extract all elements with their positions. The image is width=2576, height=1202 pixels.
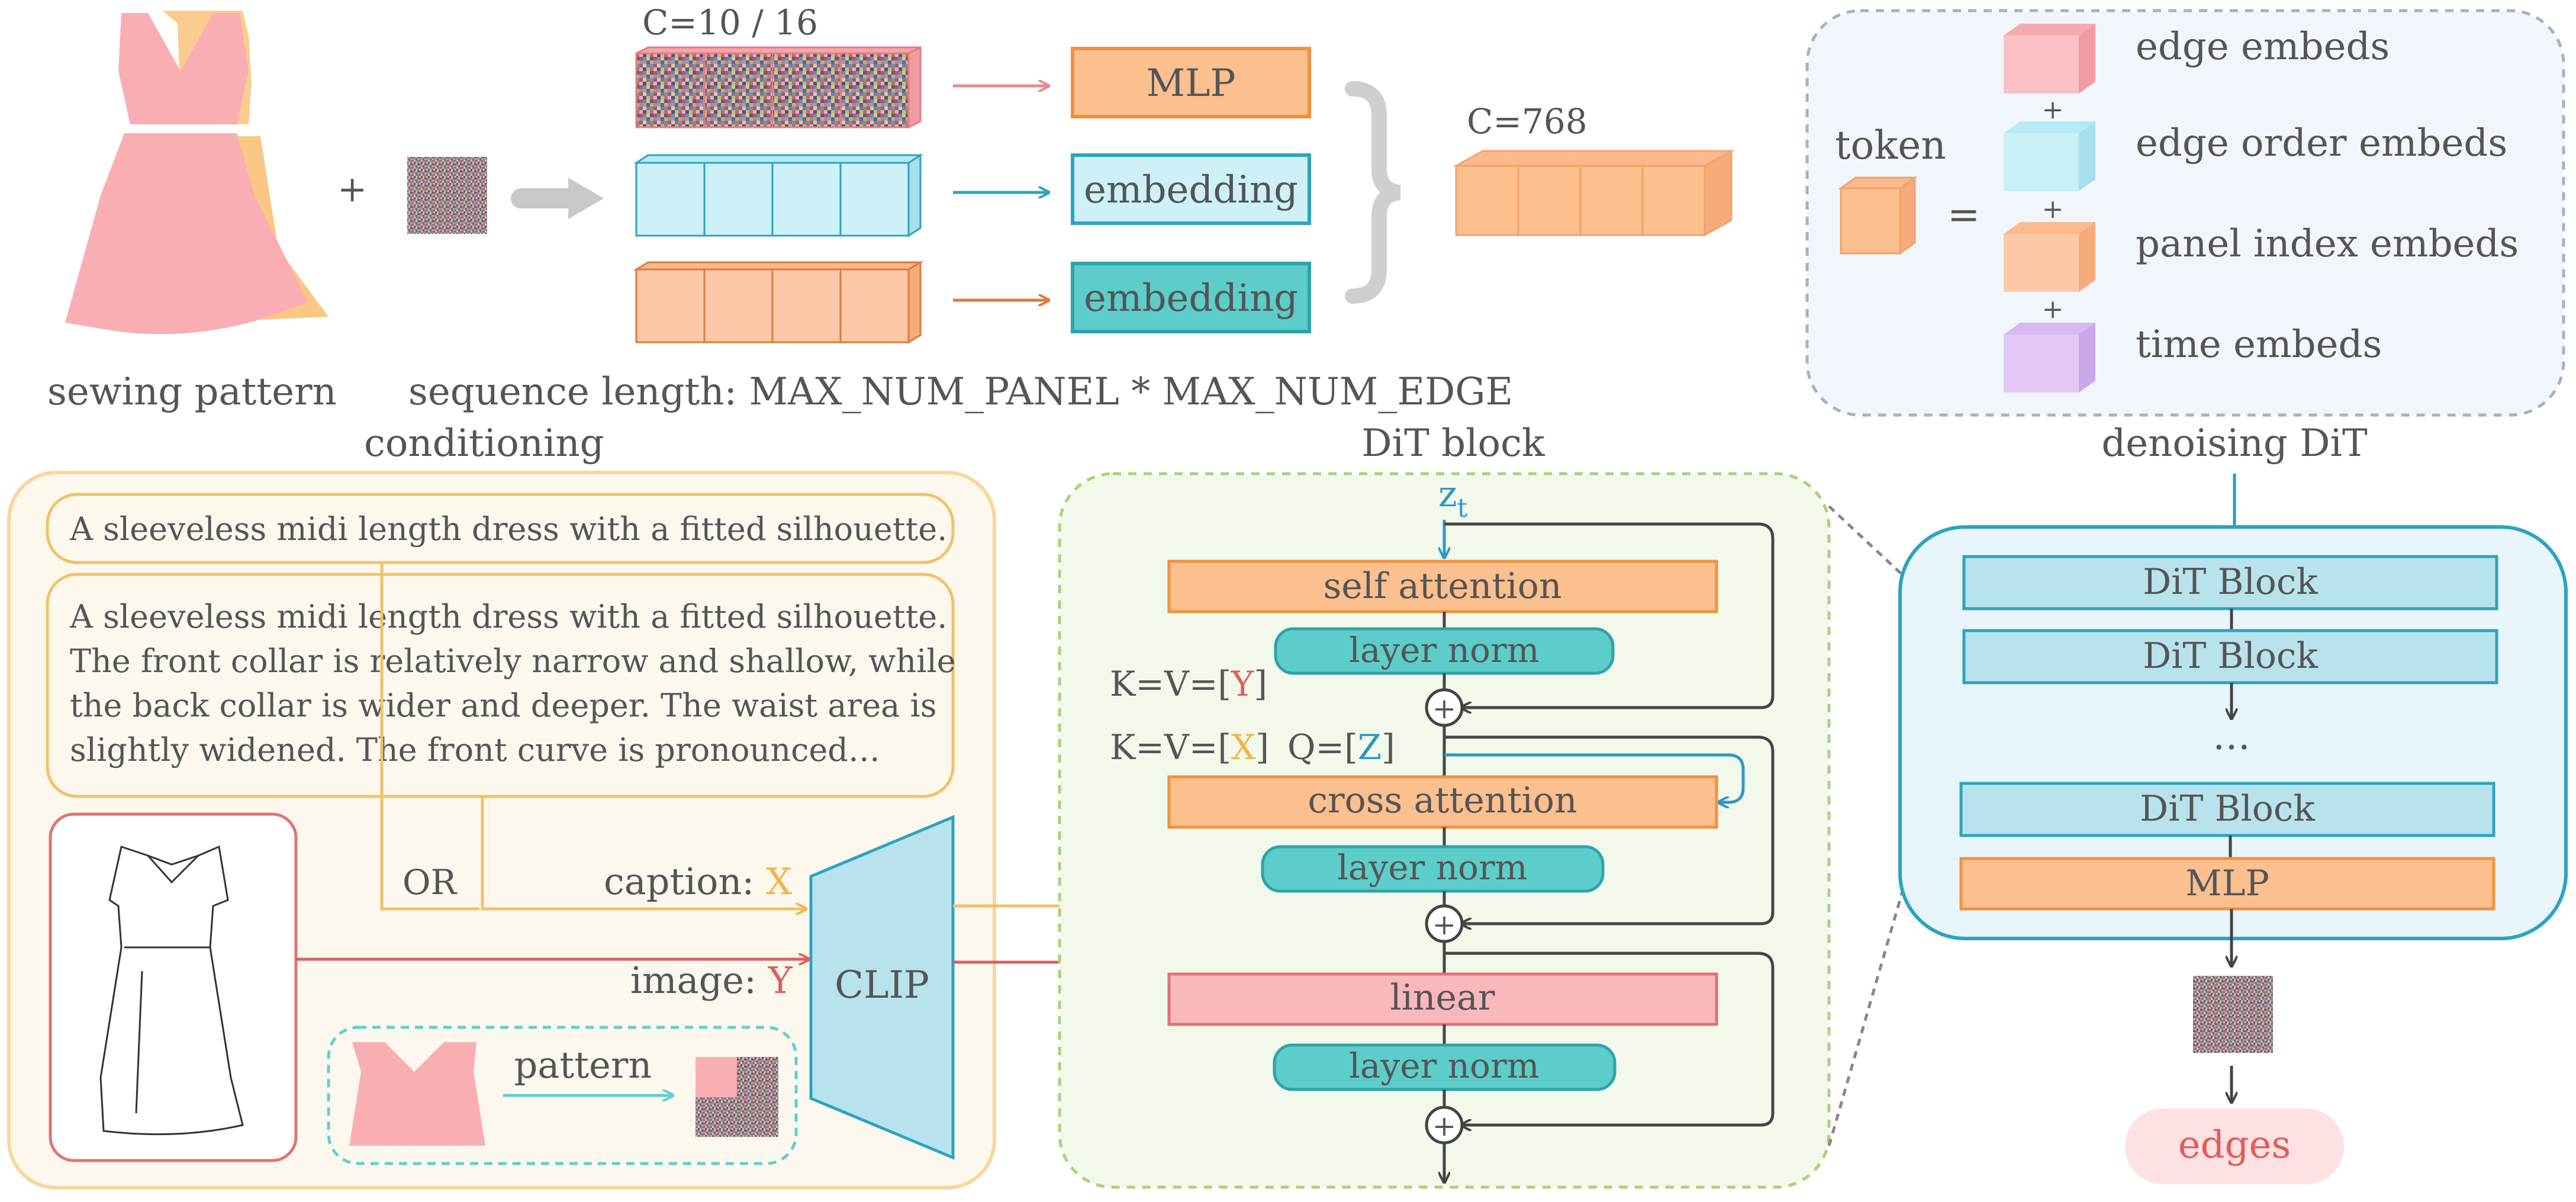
- denoising-dit-title: denoising DiT: [2101, 422, 2368, 465]
- dit-ellipsis: …: [2213, 715, 2250, 759]
- pattern-label: pattern: [514, 1043, 652, 1087]
- layer-norm-label-2: layer norm: [1337, 847, 1527, 888]
- edge-cubes-noisy: [635, 46, 922, 129]
- dress-sketch: [99, 845, 244, 1136]
- short-caption-box: [46, 493, 955, 564]
- long-caption-box: [46, 573, 955, 798]
- sketch-image-frame: [49, 812, 298, 1162]
- noise-square: [407, 157, 487, 234]
- mlp-label: MLP: [1146, 62, 1235, 105]
- clip-encoder: [809, 815, 955, 1160]
- token-cube: [1838, 176, 1918, 255]
- embedding-box-1: [1071, 153, 1311, 225]
- cross-attention-box: [1167, 775, 1718, 829]
- cross-attention-label: cross attention: [1308, 780, 1577, 821]
- zt-label: zt: [1438, 474, 1468, 523]
- edges-output-pill: [2125, 1108, 2344, 1184]
- sequence-length-label: sequence length: MAX_NUM_PANEL * MAX_NUM…: [408, 370, 1513, 414]
- token-label: token: [1835, 123, 1946, 168]
- legend-plus-1: +: [2042, 95, 2064, 125]
- legend-edge-order-embeds: edge order embeds: [2136, 121, 2507, 165]
- zoom-connector-top: [1828, 505, 1965, 634]
- residual-1: [1444, 522, 1775, 708]
- legend-cube-edge-embeds: [2004, 24, 2095, 94]
- caption-line-short: [380, 563, 479, 911]
- dit-block-title: DiT block: [1361, 422, 1545, 465]
- long-caption-line-2: The front collar is relatively narrow an…: [70, 642, 956, 680]
- token-equals: =: [1947, 192, 1980, 237]
- or-label: OR: [402, 862, 458, 902]
- token-legend-panel: [1805, 9, 2565, 417]
- query-arrow: [1444, 753, 1745, 802]
- add-symbol-1: +: [1432, 692, 1456, 725]
- dit-block-box-1: [1962, 555, 2498, 610]
- mlp-box: [1071, 47, 1311, 118]
- image-label: image: Y: [630, 959, 793, 1002]
- layer-norm-box-2: [1261, 845, 1605, 893]
- legend-edge-embeds: edge embeds: [2136, 25, 2390, 69]
- linear-label: linear: [1390, 977, 1495, 1018]
- embedding-label-2: embedding: [1084, 277, 1298, 320]
- legend-time-embeds: time embeds: [2136, 323, 2382, 367]
- panel-index-cubes: [633, 261, 924, 344]
- long-caption-line-1: A sleeveless midi length dress with a fi…: [69, 598, 947, 635]
- legend-cube-time-embeds: [2004, 323, 2095, 393]
- combined-token-cubes: [1453, 149, 1735, 237]
- add-symbol-3: +: [1432, 1110, 1456, 1143]
- combine-brace: [1345, 81, 1401, 304]
- kv-y-label: K=V=[Y]: [1110, 664, 1267, 704]
- conditioning-title: conditioning: [364, 422, 604, 465]
- edges-output-label: edges: [2178, 1123, 2291, 1167]
- caption-label: caption: X: [604, 860, 792, 903]
- legend-plus-2: +: [2042, 194, 2064, 224]
- output-noise-square: [2193, 976, 2273, 1053]
- sewing-pattern-label: sewing pattern: [47, 370, 337, 414]
- self-attention-label: self attention: [1324, 565, 1562, 607]
- dit-block-label-1: DiT Block: [2143, 561, 2318, 603]
- legend-plus-3: +: [2042, 294, 2064, 324]
- residual-3: [1444, 952, 1775, 1125]
- edge-order-cubes: [633, 153, 924, 237]
- residual-2: [1444, 735, 1775, 924]
- final-mlp-label: MLP: [2185, 863, 2269, 904]
- legend-cube-edge-order-embeds: [2004, 121, 2095, 191]
- kv-x-label: K=V=[X]: [1110, 727, 1269, 767]
- channels-out-label: C=768: [1467, 101, 1588, 142]
- legend-panel-index-embeds: panel index embeds: [2136, 222, 2519, 266]
- channels-in-label: C=10 / 16: [642, 2, 818, 43]
- legend-cube-panel-index-embeds: [2004, 222, 2095, 292]
- final-mlp-box: [1959, 857, 2496, 911]
- add-symbol-2: +: [1432, 908, 1456, 941]
- dit-block-box-3: [1959, 782, 2496, 837]
- clip-label: CLIP: [835, 963, 929, 1007]
- q-label: Q=[Z]: [1287, 727, 1395, 767]
- big-gray-arrow-head: [568, 178, 604, 219]
- dit-block-label-3: DiT Block: [2140, 788, 2315, 830]
- long-caption-line-4: slightly widened. The front curve is pro…: [70, 731, 880, 769]
- sewing-pattern-illustration: [65, 11, 329, 335]
- layer-norm-label-3: layer norm: [1349, 1046, 1539, 1086]
- pattern-noise-corner: [695, 1057, 737, 1097]
- pattern-shape: [349, 1042, 485, 1146]
- caption-line-long: [481, 796, 805, 909]
- long-caption-line-3: the back collar is wider and deeper. The…: [70, 687, 937, 724]
- dit-block-label-2: DiT Block: [2143, 635, 2318, 677]
- layer-norm-label-1: layer norm: [1349, 630, 1539, 670]
- plus-sign: +: [337, 169, 367, 210]
- short-caption-text: A sleeveless midi length dress with a fi…: [69, 510, 947, 548]
- embedding-label-1: embedding: [1084, 168, 1298, 212]
- embedding-box-2: [1071, 262, 1311, 333]
